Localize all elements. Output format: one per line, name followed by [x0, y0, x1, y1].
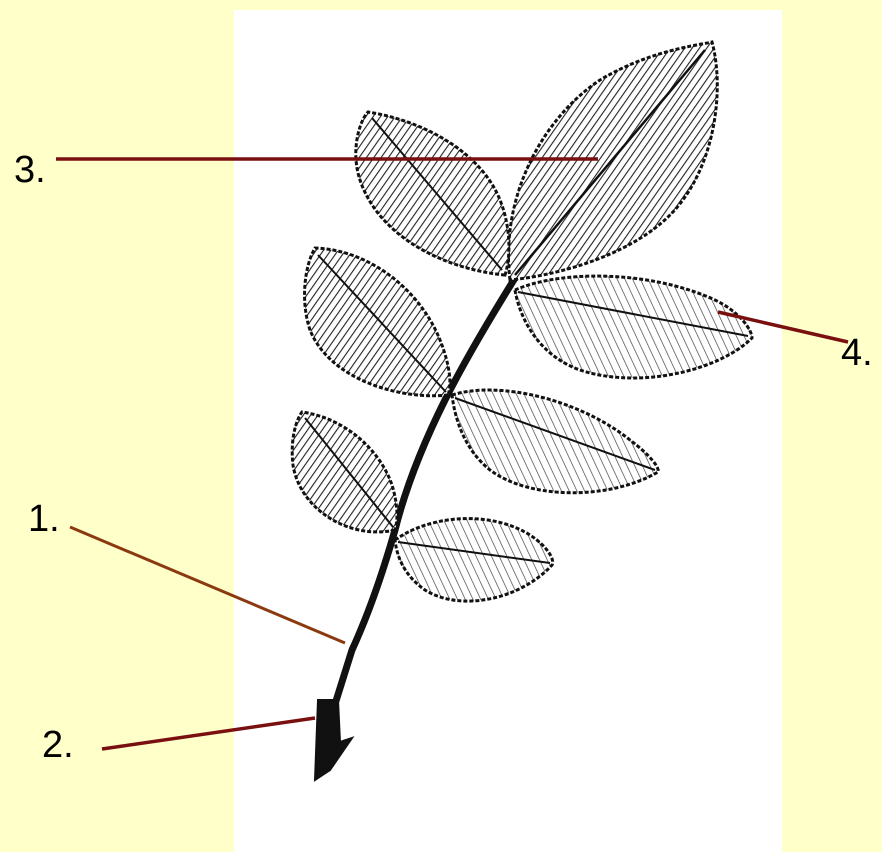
label-3: 3. [14, 151, 46, 189]
leaflet-right-lower [452, 390, 658, 493]
label-4: 4. [841, 334, 873, 372]
leader-line-2 [102, 718, 315, 749]
leaflet-right-middle [515, 276, 752, 378]
label-1: 1. [28, 500, 60, 538]
label-2: 2. [42, 726, 74, 764]
leader-line-1 [70, 527, 345, 643]
leaf-base [315, 700, 352, 780]
